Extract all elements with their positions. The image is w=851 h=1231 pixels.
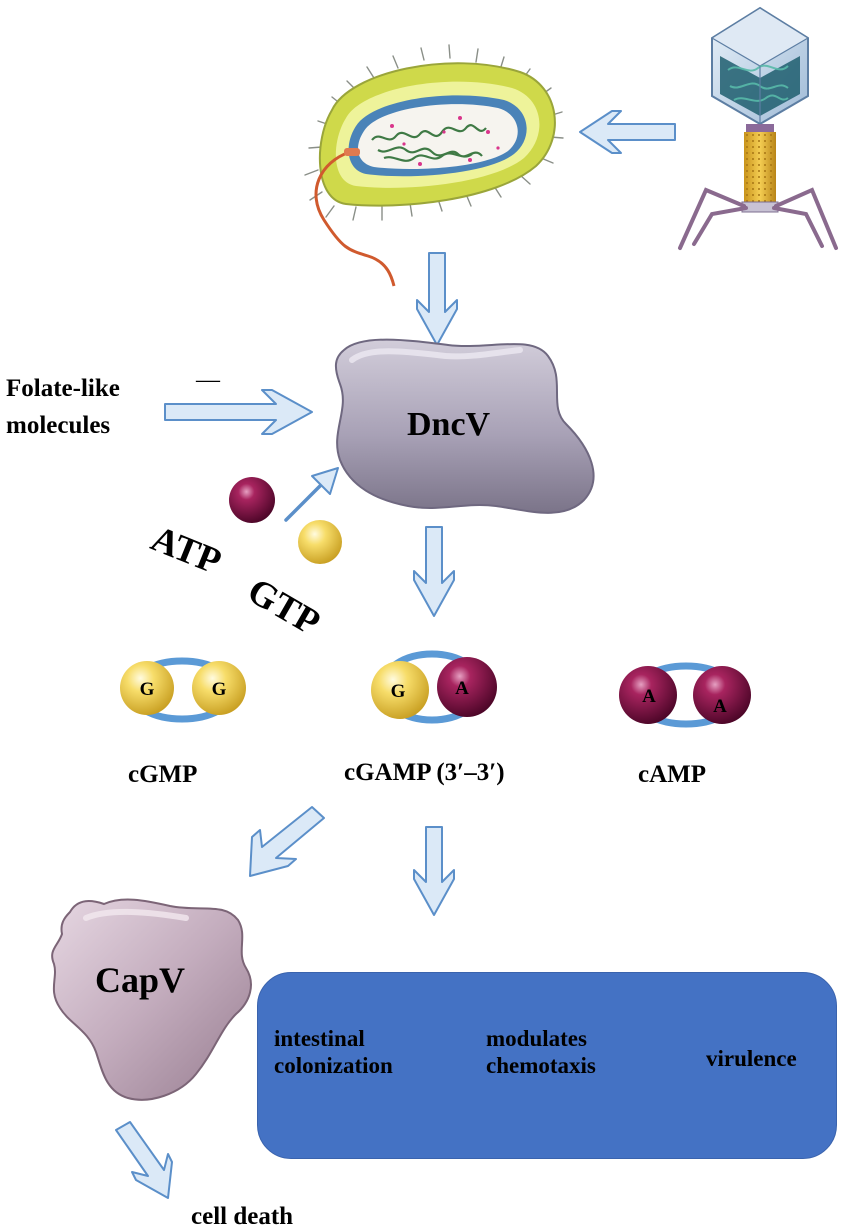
cgamp-label: cGAMP (3′–3′) xyxy=(344,759,505,786)
inhibition-mark: — xyxy=(196,367,220,393)
bacteriophage-icon xyxy=(678,6,838,250)
outcome-intestinal-colonization: intestinal colonization xyxy=(274,1026,393,1078)
camp-letter-1: A xyxy=(642,686,656,707)
cgamp-to-outcomes-arrow xyxy=(413,826,455,916)
capv-to-death-arrow xyxy=(115,1121,173,1199)
bacterium-to-dncv-arrow xyxy=(416,252,458,346)
cgmp-molecule-icon xyxy=(120,657,246,723)
camp-letter-2: A xyxy=(713,696,727,717)
folate-label-line2: molecules xyxy=(6,412,111,439)
substrate-to-dncv-arrow xyxy=(284,467,339,522)
gtp-ball-icon xyxy=(298,520,342,564)
outcome-virulence: virulence xyxy=(706,1046,797,1071)
atp-ball-icon xyxy=(229,477,275,523)
dncv-enzyme-shape xyxy=(334,338,595,514)
dncv-label: DncV xyxy=(407,406,491,443)
bacterium-icon xyxy=(304,44,564,287)
cgamp-letter-g: G xyxy=(391,681,406,702)
folate-label-line1: Folate-like xyxy=(6,375,120,402)
capv-label: CapV xyxy=(95,960,186,1000)
camp-molecule-icon xyxy=(619,662,751,728)
dncv-to-products-arrow xyxy=(413,526,455,617)
cgmp-letter-2: G xyxy=(212,679,227,700)
camp-label: cAMP xyxy=(638,761,707,788)
cgamp-letter-a: A xyxy=(455,678,469,699)
cgmp-letter-1: G xyxy=(140,679,155,700)
cgmp-label: cGMP xyxy=(128,761,198,788)
outcome-modulates-chemotaxis: modulates chemotaxis xyxy=(486,1026,596,1078)
folate-to-dncv-arrow xyxy=(164,389,313,435)
phage-to-bacterium-arrow xyxy=(579,110,676,154)
capv-effector-shape xyxy=(51,898,252,1101)
cgamp-to-capv-arrow xyxy=(249,806,325,877)
cgamp-molecule-icon xyxy=(371,650,497,724)
cell-death-label: cell death xyxy=(191,1203,294,1230)
phenotypes-box: intestinal colonization modulates chemot… xyxy=(257,972,837,1159)
